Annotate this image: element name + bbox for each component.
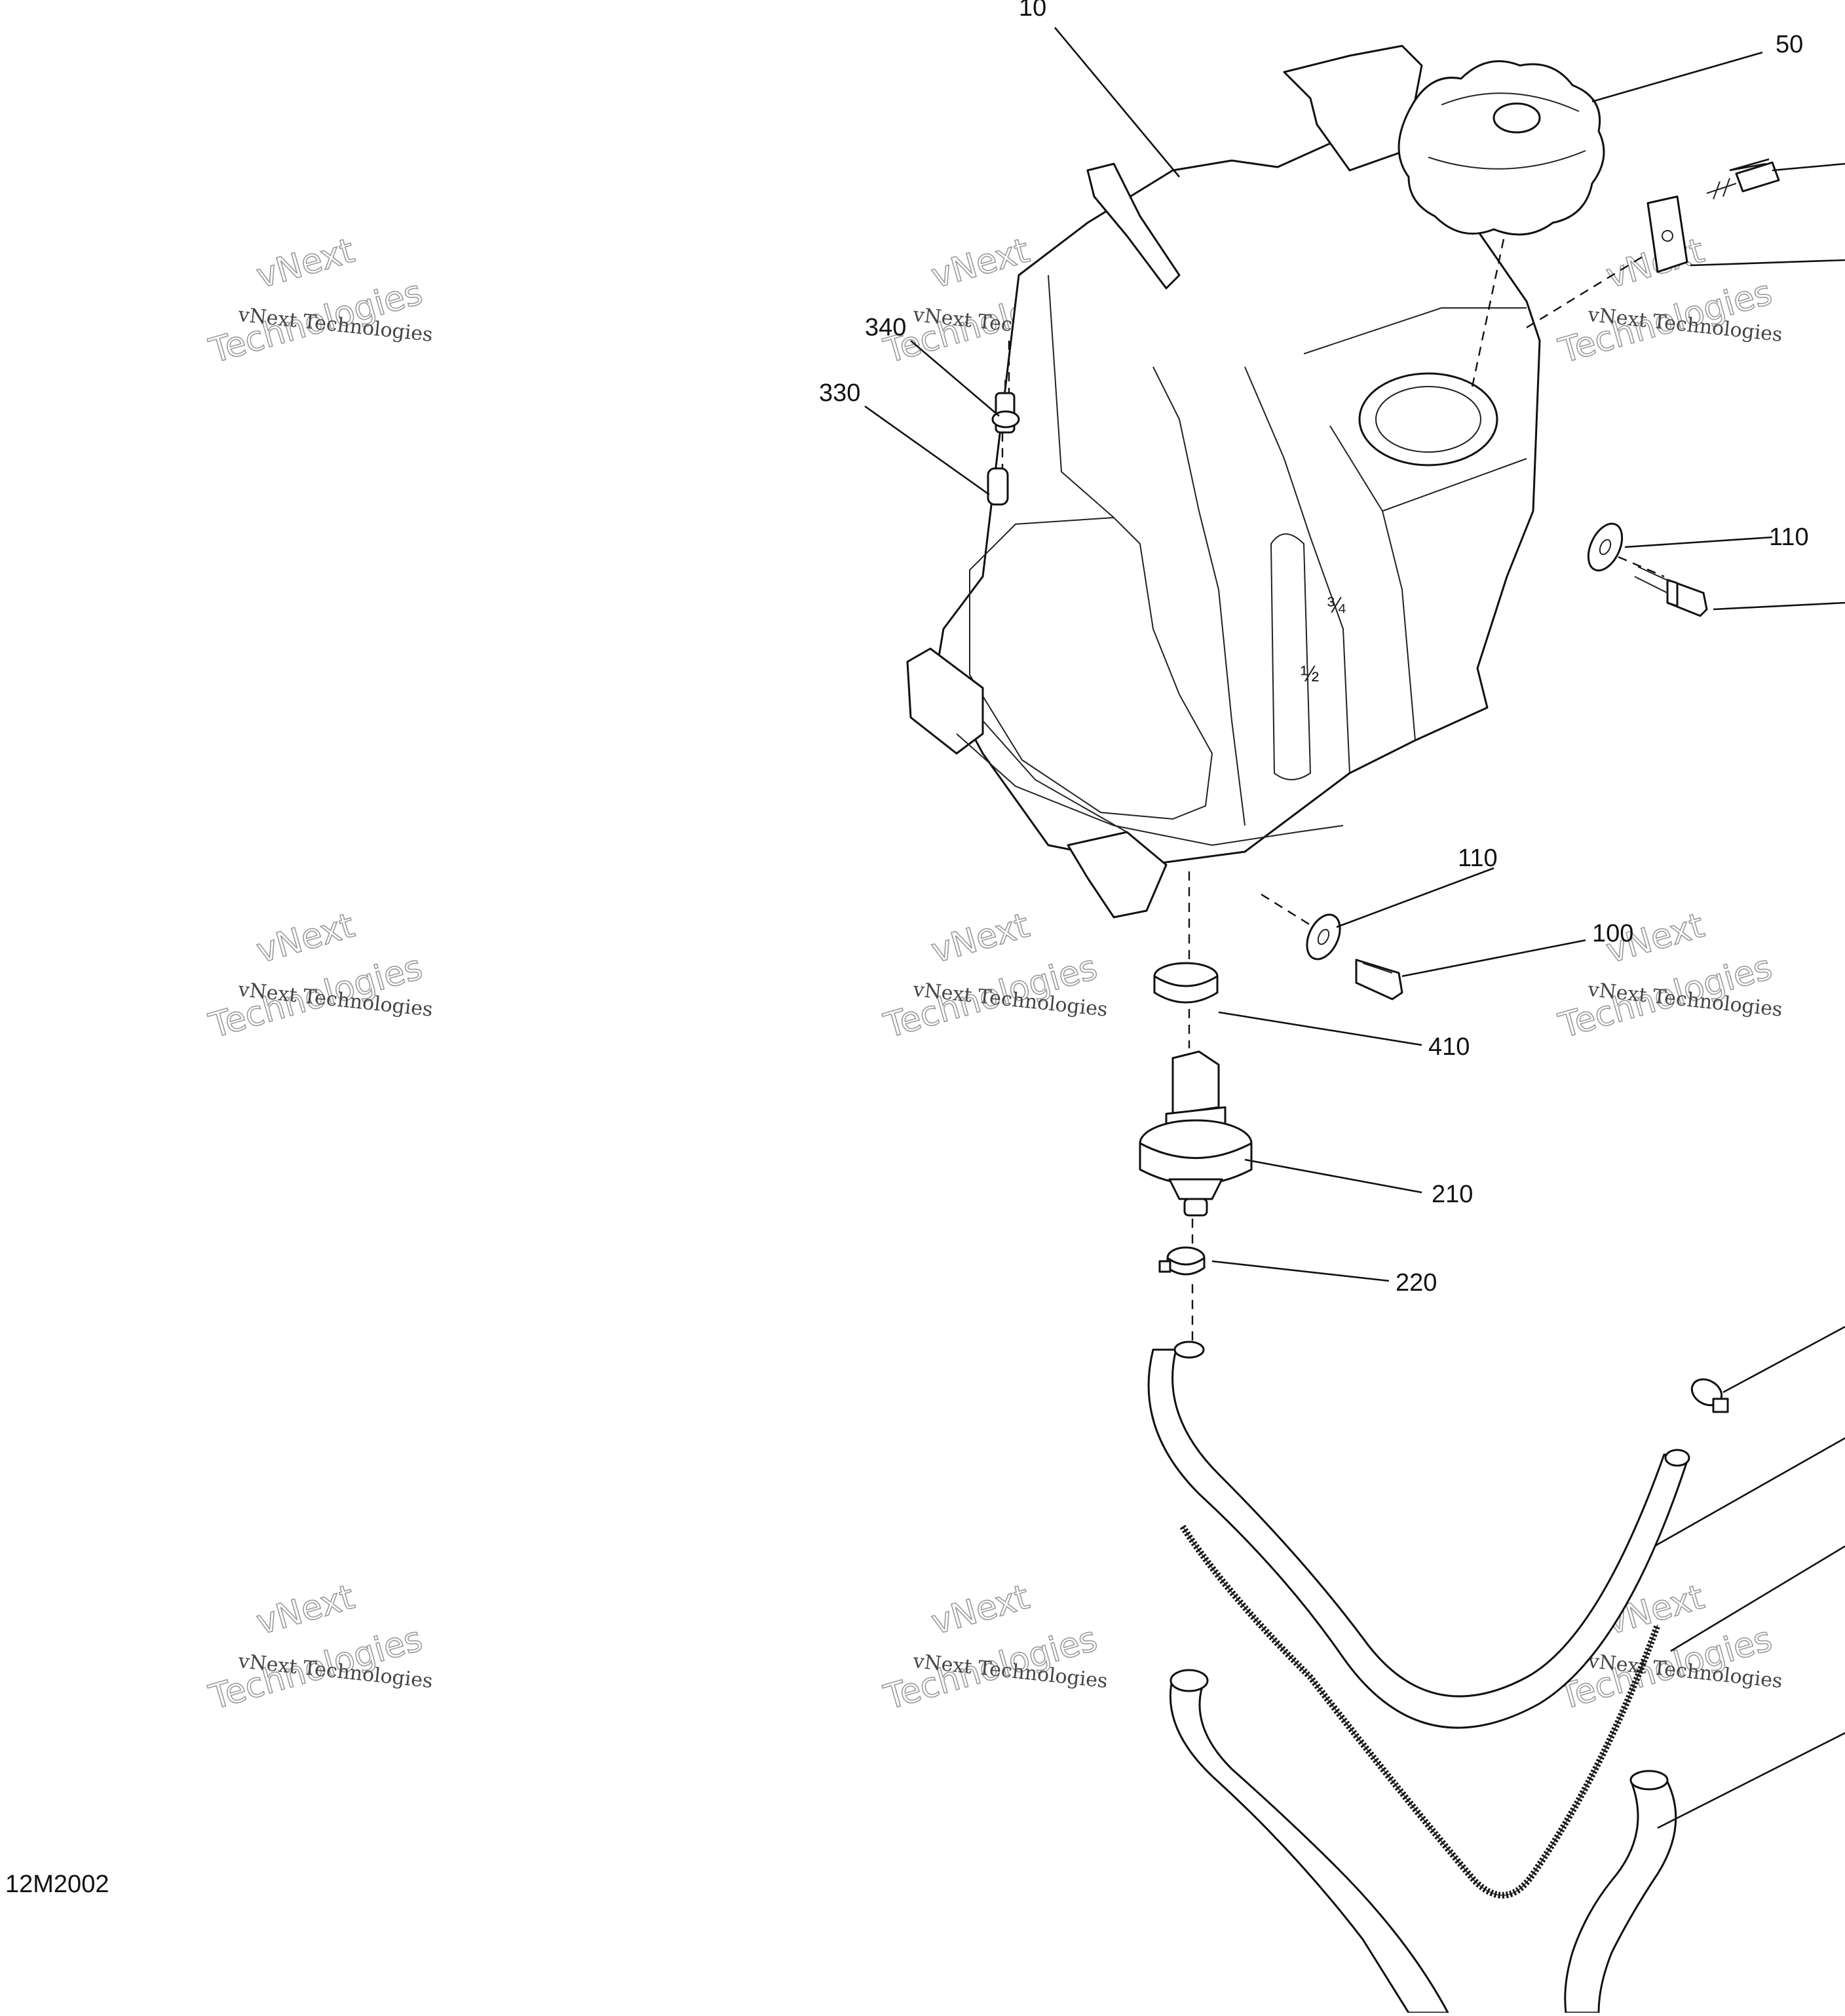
washer-110-upper[interactable]	[1582, 518, 1629, 575]
screw-upper-right[interactable]	[1706, 161, 1780, 200]
level-window	[1270, 533, 1312, 780]
drawing-code: 12M2002	[5, 1871, 109, 1898]
outlet-fitting-210[interactable]	[1139, 1050, 1253, 1217]
watermark-grid: vNext Technologies vNext Technologies vN…	[204, 231, 1783, 1719]
washer-110-mid[interactable]	[1301, 909, 1346, 964]
watermark-big-1: vNext	[927, 906, 1034, 972]
watermark-big-1: vNext	[252, 906, 359, 972]
oil-tank-body	[936, 130, 1541, 866]
watermark-6: vNext Technologies vNext Technologies	[1554, 905, 1783, 1047]
watermark-5: vNext Technologies vNext Technologies	[879, 905, 1109, 1047]
watermark-7: vNext Technologies vNext Technologies	[204, 1577, 434, 1719]
callout-50: 50	[1776, 31, 1803, 58]
clamp-right-hose[interactable]	[1687, 1374, 1729, 1413]
watermark-8: vNext Technologies vNext Technologies	[879, 1577, 1109, 1719]
filler-cap[interactable]	[1398, 60, 1605, 236]
oil-level-sensor-connector	[906, 647, 984, 755]
watermark-big-1: vNext	[927, 1578, 1034, 1643]
bolt-upper-right[interactable]	[1634, 566, 1708, 617]
clamp-220[interactable]	[1158, 1246, 1206, 1276]
oil-tank-right-face	[1329, 425, 1527, 741]
callout-110-upper: 110	[1769, 523, 1809, 551]
filler-neck	[1358, 372, 1498, 466]
watermark-big-1: vNext	[252, 1578, 359, 1643]
callout-100: 100	[1592, 920, 1633, 947]
callout-labels: 10 50 340 330 110 110 100 410 210 220 12…	[5, 0, 1809, 1898]
watermark-4: vNext Technologies vNext Technologies	[204, 905, 434, 1047]
filler-cap-center	[1493, 102, 1541, 134]
callout-210: 210	[1432, 1181, 1473, 1208]
callout-340: 340	[865, 314, 906, 341]
oil-hose-lower[interactable]	[1169, 1669, 1677, 2014]
callout-10: 10	[1019, 0, 1046, 22]
vent-hose-330[interactable]	[987, 467, 1009, 506]
oil-hose-upper[interactable]	[1147, 1341, 1690, 1729]
callout-220: 220	[1396, 1269, 1437, 1297]
callout-330: 330	[819, 379, 860, 407]
watermark-big-1: vNext	[252, 231, 359, 297]
callout-110-mid: 110	[1458, 845, 1498, 872]
filler-cap-body	[1398, 60, 1605, 236]
clip-upper-right[interactable]	[1646, 195, 1688, 273]
assembly-lines	[1001, 238, 1665, 1350]
protective-spring[interactable]	[1179, 1525, 1661, 1899]
callout-410: 410	[1428, 1033, 1470, 1061]
watermark-1: vNext Technologies vNext Technologies	[204, 231, 434, 372]
leader-lines	[864, 27, 1845, 1829]
oil-tank-left-panel	[969, 516, 1213, 820]
svg-text:¾: ¾	[1327, 593, 1346, 618]
hose-clamp-410[interactable]	[1153, 962, 1219, 1004]
bolt-100[interactable]	[1355, 959, 1403, 1000]
svg-text:½: ½	[1301, 662, 1319, 687]
oil-tank[interactable]: ¾ ½	[906, 45, 1541, 919]
mounting-bracket-left	[1086, 162, 1181, 290]
